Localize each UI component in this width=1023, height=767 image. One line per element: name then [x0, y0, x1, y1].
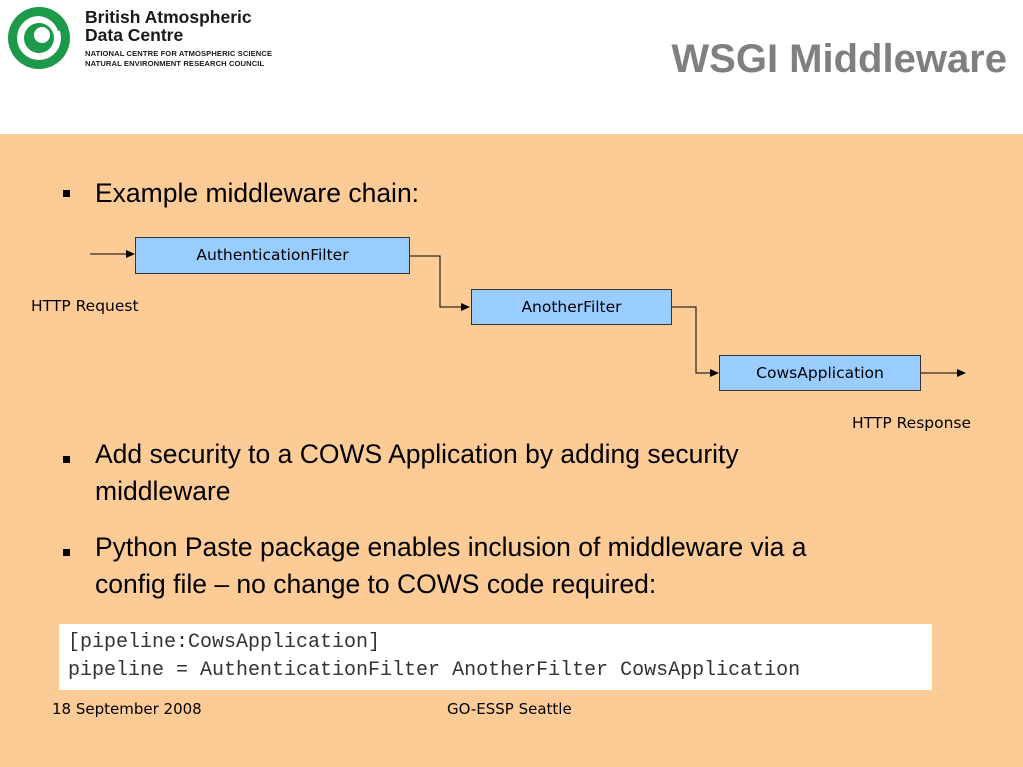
node-another-filter: AnotherFilter	[471, 289, 672, 325]
footer-event: GO-ESSP Seattle	[447, 700, 572, 718]
bullet-3-line-1: Python Paste package enables inclusion o…	[95, 532, 807, 562]
http-request-label: HTTP Request	[31, 297, 139, 315]
node-authentication-filter: AuthenticationFilter	[135, 237, 410, 274]
badc-logo-icon	[8, 6, 70, 69]
bullet-marker	[63, 190, 70, 197]
bullet-marker	[63, 456, 70, 463]
bullet-1-text: Example middleware chain:	[95, 178, 420, 208]
logo-subtitle: NATIONAL CENTRE FOR ATMOSPHERIC SCIENCE …	[85, 49, 272, 68]
footer-date: 18 September 2008	[52, 700, 202, 718]
logo-sub-line-1: NATIONAL CENTRE FOR ATMOSPHERIC SCIENCE	[85, 49, 273, 58]
config-code-block: [pipeline:CowsApplication] pipeline = Au…	[59, 624, 932, 690]
bullet-3-line-2: config file – no change to COWS code req…	[95, 569, 657, 599]
http-response-label: HTTP Response	[852, 414, 972, 432]
bullet-3-text: Python Paste package enables inclusion o…	[95, 529, 807, 603]
bullet-2-text: Add security to a COWS Application by ad…	[95, 436, 739, 510]
slide-header: British Atmospheric Data Centre NATIONAL…	[0, 0, 1023, 134]
connector-1-2	[410, 255, 470, 311]
config-line-2: pipeline = AuthenticationFilter AnotherF…	[68, 659, 801, 682]
bullet-marker	[63, 549, 70, 556]
bullet-2-line-2: middleware	[95, 476, 231, 506]
logo-wordmark: British Atmospheric Data Centre	[85, 8, 252, 44]
bullet-2-line-1: Add security to a COWS Application by ad…	[95, 439, 739, 469]
slide-title: WSGI Middleware	[671, 37, 1007, 81]
logo-line-2: Data Centre	[85, 25, 184, 45]
config-line-1: [pipeline:CowsApplication]	[68, 631, 381, 654]
connector-2-3	[672, 306, 719, 377]
logo-sub-line-2: NATURAL ENVIRONMENT RESEARCH COUNCIL	[85, 58, 265, 68]
logo-line-1: British Atmospheric	[85, 7, 252, 27]
node-cows-application: CowsApplication	[719, 355, 921, 391]
